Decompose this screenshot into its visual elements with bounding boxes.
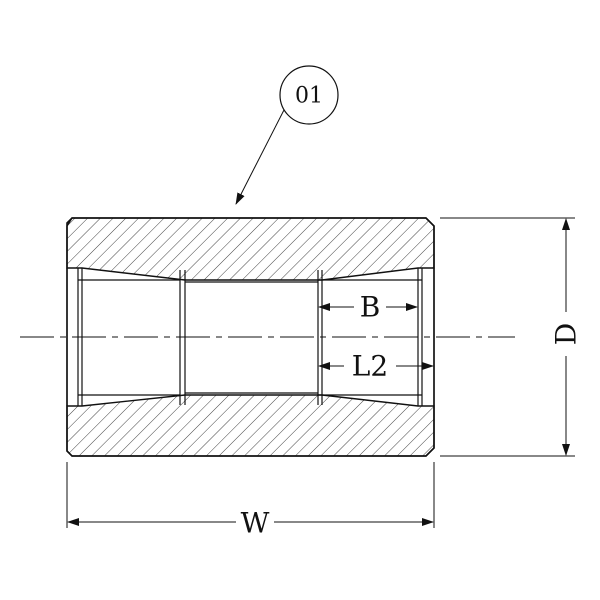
part-callout-number: 01 — [295, 84, 323, 109]
callout-leader — [235, 107, 286, 205]
dimension-d-label: D — [550, 323, 583, 345]
top-wall-hatch — [66, 217, 435, 281]
dimension-b-label: B — [360, 291, 381, 324]
part-callout-balloon — [279, 65, 339, 125]
bottom-wall-hatch — [66, 394, 435, 457]
dimension-l2-label: L2 — [352, 350, 388, 383]
right-bore — [317, 268, 435, 406]
dimension-w-label: W — [241, 507, 270, 540]
